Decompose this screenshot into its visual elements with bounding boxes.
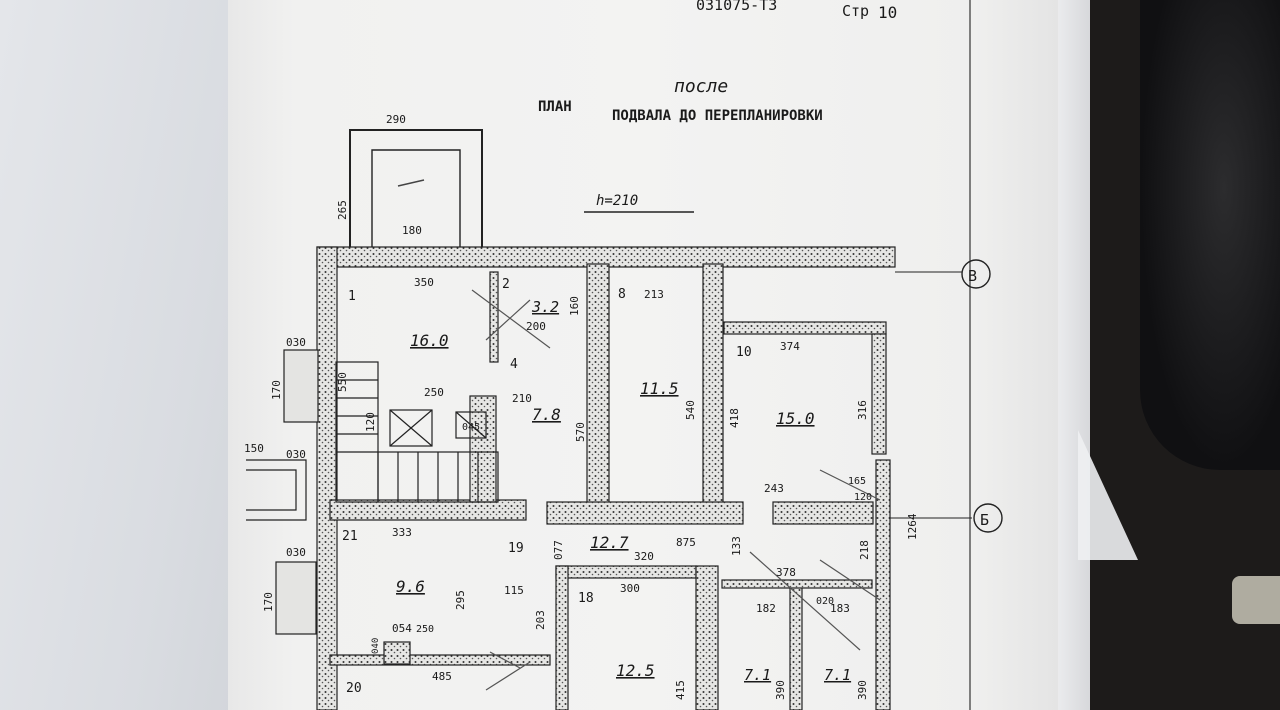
dim-label: 133	[730, 536, 743, 556]
room-number: 21	[342, 529, 358, 544]
dim-label: 378	[776, 566, 796, 579]
room-dim: 115	[504, 584, 524, 597]
dim-label: 165	[848, 476, 866, 487]
room-area: 16.0	[410, 331, 449, 350]
room-number: 20	[346, 681, 362, 696]
misc-dimensions: 290 265 250 550 120 045 150 030 170 030 …	[244, 113, 919, 654]
height-mark: h=210	[596, 193, 638, 209]
key-object	[1232, 576, 1280, 624]
room-dim: 160	[568, 296, 581, 316]
dim-label: 040	[371, 638, 381, 654]
room-number: 18	[578, 591, 594, 606]
page-number: 10	[878, 3, 897, 22]
room-dim: 210	[512, 392, 532, 405]
room-area: 12.7	[590, 533, 629, 552]
room-dim: 333	[392, 526, 412, 539]
dim-label: 550	[336, 372, 349, 392]
doc-code: 031075-ТЗ	[696, 0, 777, 14]
dim-label: 030	[286, 448, 306, 461]
room-dim: 485	[432, 670, 452, 683]
plan-title-right: ПОДВАЛА ДО ПЕРЕПЛАНИРОВКИ	[612, 108, 823, 124]
left-pits	[246, 349, 319, 635]
axis-markers: В Б	[890, 259, 1003, 533]
page-label: Стр	[842, 2, 869, 20]
room-dim: 182	[756, 602, 776, 615]
walls	[316, 246, 896, 710]
room-dim: 295	[454, 590, 467, 610]
room-dim: 200	[526, 320, 546, 333]
dim-label: 020	[816, 596, 834, 607]
room-number: 10	[736, 345, 752, 360]
dim-label: 120	[364, 412, 377, 432]
paper-corner	[1078, 430, 1138, 560]
room-area: 9.6	[396, 577, 425, 596]
dim-label: 250	[424, 386, 444, 399]
dim-label: 1264	[906, 513, 919, 540]
room-area: 15.0	[776, 409, 815, 428]
dim-label: 120	[854, 492, 872, 503]
room-dim: 350	[414, 276, 434, 289]
entrance-vestibule	[349, 129, 483, 248]
axis-b-label: Б	[980, 511, 989, 529]
staircase	[335, 361, 499, 503]
dim-label: 045	[462, 422, 480, 433]
room-dim: 180	[402, 224, 422, 237]
room-dim: 540	[684, 400, 697, 420]
dim-label: 243	[764, 482, 784, 495]
room-dim: 300	[620, 582, 640, 595]
room-dim: 390	[856, 680, 869, 700]
room-area: 11.5	[640, 379, 679, 398]
room-area: 3.2	[531, 298, 559, 316]
room-number: 8	[618, 287, 626, 302]
axis-v-label: В	[968, 267, 977, 285]
dim-label: 030	[286, 336, 306, 349]
room-dim: 570	[574, 422, 587, 442]
dim-label: 077	[552, 540, 565, 560]
room-number: 1	[348, 289, 356, 304]
dim-label: 218	[858, 540, 871, 560]
room-dim: 183	[830, 602, 850, 615]
plan-title-left: ПЛАН	[538, 99, 572, 115]
room-area: 7.1	[744, 666, 771, 684]
room-dim: 203	[534, 610, 547, 630]
dark-folder	[1140, 0, 1280, 470]
room-area: 12.5	[616, 661, 655, 680]
room-area: 7.8	[532, 405, 561, 424]
room-number: 4	[510, 357, 518, 372]
room-labels: 1 16.0 180 350 2 3.2 200 160 4 7.8 210 5…	[342, 224, 869, 700]
dim-label: 250	[416, 624, 434, 635]
room-number: 2	[502, 277, 510, 292]
room-dim: 374	[780, 340, 800, 353]
dim-label: 265	[336, 200, 349, 220]
document-page	[228, 0, 1058, 710]
dim-label: 170	[262, 592, 275, 612]
pencil-marks	[471, 289, 881, 691]
room-dim: 213	[644, 288, 664, 301]
handwritten-note: после	[674, 76, 728, 97]
room-dim: 054	[392, 622, 412, 635]
room-dim: 316	[856, 400, 869, 420]
dim-label: 170	[270, 380, 283, 400]
room-dim: 320	[634, 550, 654, 563]
room-dim: 418	[728, 408, 741, 428]
room-number: 19	[508, 541, 524, 556]
room-dim: 415	[674, 680, 687, 700]
dim-label: 150	[244, 442, 264, 455]
dim-label: 030	[286, 546, 306, 559]
room-dim: 390	[774, 680, 787, 700]
dim-label: 290	[386, 113, 406, 126]
dim-label: 875	[676, 536, 696, 549]
room-area: 7.1	[824, 666, 851, 684]
